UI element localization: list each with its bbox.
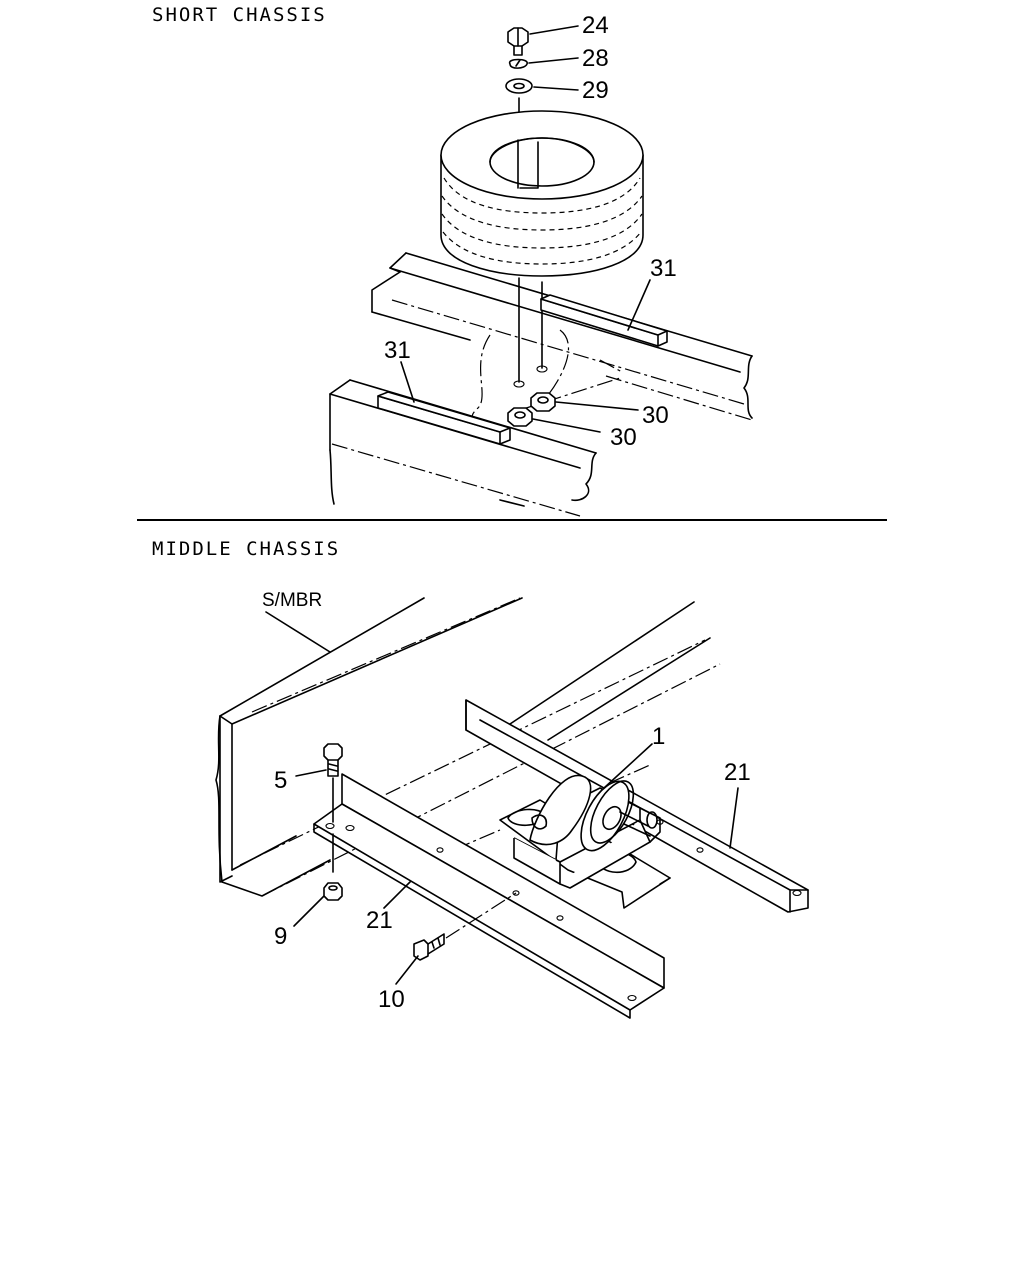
leader-30 <box>555 401 639 411</box>
spacer-bar-31-front <box>377 391 511 445</box>
side-member <box>215 597 721 897</box>
short-chassis-section: SHORT CHASSIS <box>152 4 753 517</box>
callout-9: 9 <box>274 923 287 950</box>
rear-frame-rail <box>371 252 753 421</box>
callout-1: 1 <box>652 723 665 750</box>
nut-30-b <box>507 407 533 427</box>
spacer-bar-31-rear <box>540 294 668 347</box>
leader-29 <box>533 86 579 91</box>
callout-5: 5 <box>274 767 287 794</box>
bolt-hole <box>513 380 525 388</box>
callout-30: 30 <box>642 402 669 429</box>
front-frame-rail <box>329 379 597 517</box>
leader-31 <box>400 361 415 403</box>
leader-31 <box>627 279 651 331</box>
callout-31: 31 <box>650 255 677 282</box>
bolt-24 <box>507 27 529 56</box>
flat-washer-29 <box>505 78 533 94</box>
leader-5 <box>295 769 327 777</box>
middle-chassis-title: MIDDLE CHASSIS <box>152 538 340 560</box>
leader-28 <box>528 57 579 64</box>
pulley-assembly <box>513 774 661 889</box>
callout-31: 31 <box>384 337 411 364</box>
side-member-label: S/MBR <box>262 590 322 611</box>
short-chassis-title: SHORT CHASSIS <box>152 4 327 26</box>
bolt-hole <box>536 365 548 373</box>
leader-9 <box>293 895 325 927</box>
leader-21 <box>729 787 739 849</box>
spare-tire <box>440 110 644 277</box>
callout-21: 21 <box>366 907 393 934</box>
callout-28: 28 <box>582 45 609 72</box>
callout-29: 29 <box>582 77 609 104</box>
callout-21: 21 <box>724 759 751 786</box>
leader-21 <box>383 881 411 909</box>
callout-30: 30 <box>610 424 637 451</box>
angle-bracket-21-front <box>313 773 665 1019</box>
bolt-10 <box>413 892 517 961</box>
leader-24 <box>529 25 579 35</box>
nut-30-a <box>530 392 556 412</box>
callout-10: 10 <box>378 986 405 1013</box>
leader-10 <box>395 955 419 985</box>
callout-24: 24 <box>582 12 609 39</box>
leader-1 <box>603 743 653 789</box>
nut-9 <box>323 882 343 901</box>
spring-washer-28 <box>508 58 528 69</box>
bolt-5 <box>323 743 343 873</box>
leader-smbr <box>265 611 331 653</box>
middle-chassis-section: MIDDLE CHASSIS <box>152 538 809 1019</box>
leader-30 <box>532 418 601 433</box>
